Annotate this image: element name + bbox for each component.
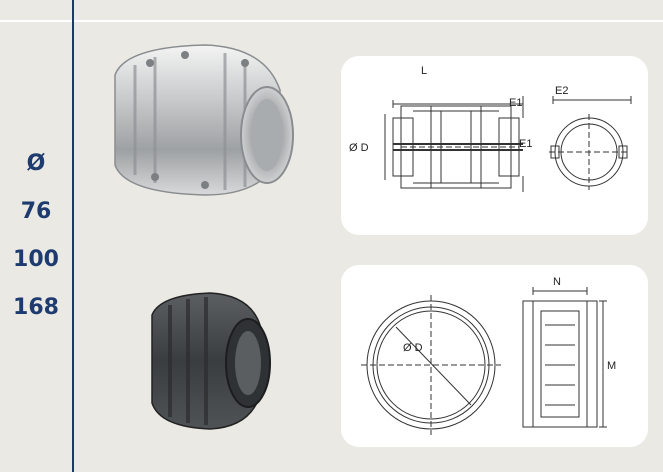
metal-coupling-image bbox=[114, 44, 294, 196]
size-column: Ø 76 100 168 bbox=[0, 140, 72, 332]
label-e1-top: E1 bbox=[509, 97, 522, 109]
size-value-168: 168 bbox=[13, 295, 59, 320]
label-d: Ø D bbox=[403, 342, 423, 354]
drawing-card-top: L E1 E1 Ø D E2 bbox=[341, 56, 648, 235]
label-e2: E2 bbox=[555, 85, 568, 97]
label-m: M bbox=[607, 360, 616, 372]
label-d: Ø D bbox=[349, 142, 369, 154]
size-value-100: 100 bbox=[13, 247, 59, 272]
technical-drawing-bottom: Ø D N M bbox=[361, 276, 616, 435]
vertical-divider bbox=[72, 0, 74, 472]
label-n: N bbox=[553, 276, 561, 288]
diameter-symbol: Ø bbox=[26, 151, 46, 176]
technical-drawing-top: L E1 E1 Ø D E2 bbox=[349, 65, 632, 192]
size-value-76: 76 bbox=[20, 199, 52, 224]
label-e1-side: E1 bbox=[519, 138, 532, 150]
label-l: L bbox=[421, 65, 427, 77]
header-band bbox=[0, 0, 663, 22]
black-coupling-image bbox=[151, 292, 271, 430]
drawing-card-bottom: Ø D N M bbox=[341, 265, 648, 447]
